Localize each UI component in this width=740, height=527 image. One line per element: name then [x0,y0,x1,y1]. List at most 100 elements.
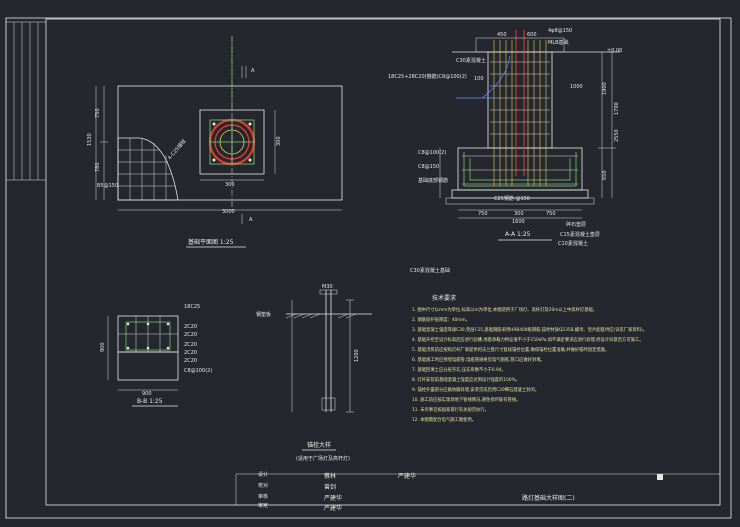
vertical-rebars [493,40,547,186]
tb-name-2: 严建华 [324,494,342,502]
tb-name-1: 曾剑 [324,483,336,491]
section-label-left-3: 基础底部钢筋 [418,177,448,184]
bb-dim-height: 900 [100,342,106,352]
section-label-c10: C10素混凝土 [558,240,588,247]
gravel-layer [445,197,595,205]
sheet-marker [657,474,663,480]
section-label-left-1: C8@100(2) [418,150,446,156]
anchor-detail-subtitle: (适用于广场灯及高杆灯) [296,455,350,462]
section-dim-lines [439,52,616,219]
note-line: 12. 本图需配合电气施工图使用。 [412,416,476,423]
plan-anchor-label: 4-C25锚栓 [166,138,187,162]
section-label-right-3: 2550 [614,129,620,142]
section-label-right-4: 650 [602,170,608,180]
tb-name-3: 严建华 [324,504,342,512]
plan-dim-lines [95,86,342,211]
bb-grid [118,316,178,352]
section-bb-title: B-B 1:25 [137,398,163,405]
section-label-right-2: 1900 [602,82,608,95]
section-dim-top-3: 4φ8@150 [548,28,572,34]
tb-role-0: 设计 [258,471,268,478]
anchor-detail[interactable]: M30 1200 钢垫板 锚栓大样 (适用于广场灯及高杆灯) [256,284,372,462]
section-label-rebar-main: 18C25+28C20(箍筋)C8@100(2) [388,73,467,80]
section-dim-top-4: MLB基础 [548,39,569,46]
tb-role-2: 审核 [258,493,268,500]
section-bb[interactable]: 900 900 18C25 2C20 2C20 2C20 2C20 2C20 C… [100,304,212,407]
binding-strip [5,18,46,518]
section-cut-marks [241,66,247,224]
note-line: 2. 钢筋保护层厚度：40mm。 [412,316,470,323]
note-line: 5. 基础浇筑前应按照灯杆厂家提供的法兰盘尺寸复核锚栓位置,确保锚栓位置准确,并… [412,346,609,353]
bb-label-5: 2C20 [184,358,197,364]
plan-dim-inner-height: 300 [276,136,282,146]
anchor-detail-title: 锚栓大样 [307,441,331,449]
section-dim-top-1: 450 [497,32,507,38]
note-line: 4. 基础开挖至设计标高后应进行验槽,地基承载力特征值不小于150kPa,如不满… [412,336,644,343]
anchor-dim-lines [346,299,354,413]
anchor-nut [319,289,338,295]
top-cap [475,37,565,53]
plan-title: 基础平面图 1:25 [188,238,234,246]
bb-label-0: 18C25 [184,304,200,310]
note-line: 3. 基础混凝土强度等级C30,垫层C15,基础钢筋采用HRB400级钢筋,锚栓… [412,326,647,333]
plan-dim-height-total: 1530 [87,133,93,146]
sheet-border [5,17,732,519]
bb-rebar-dots [126,322,170,350]
section-label-right-1: 1700 [614,102,620,115]
bb-dim-lines [107,316,178,391]
section-dim-top-2: 600 [527,32,537,38]
section-label-c30: C30素混凝土 [456,57,486,64]
note-line: 7. 基础回填土应分层夯实,压实系数不小于0.94。 [412,366,506,373]
drawing-frame [45,18,721,506]
section-label-right-5: 1000 [570,84,583,90]
plan-section-mark-bottom: A [249,217,253,223]
note-line: 11. 未尽事宜按国家现行有关规范执行。 [412,406,489,413]
plan-dim-height-bottom: 780 [95,162,101,172]
concrete-label: C30素混凝土基础 [410,267,450,274]
plan-dim-inner-width: 300 [225,182,235,188]
pedestal-column [487,51,553,149]
bb-dim-width: 900 [142,391,152,397]
section-aa[interactable]: ±0.00 450 600 4φ8@150 MLB基础 18C25+28C20(… [388,28,622,247]
section-label-bottom-width: 1600 [512,219,525,225]
tb-role-3: 审定 [258,502,268,509]
section-label-gravel: 碎石垫层 [566,221,586,228]
plan-view[interactable]: 1530 750 780 3000 300 300 B5@150 4-C25锚栓… [87,36,343,248]
plan-dim-corner: B5@150 [97,183,118,189]
section-label-bottom-right: 750 [546,211,556,217]
anchor-dim-length: 1200 [354,349,360,362]
footing-rebar [463,152,577,187]
note-line: 9. 锚栓外露部分应做防腐处理,安装完成后用C20细石混凝土封闭。 [412,386,539,393]
anchor-foot [321,397,336,411]
section-elevation: ±0.00 [607,48,622,54]
section-label-bottom-left: 750 [478,211,488,217]
section-label-100: 100 [474,76,484,82]
anchor-bolts [212,122,252,162]
bb-lower [117,351,179,381]
note-line: 10. 施工前应核实现场地下管线情况,避免损坏既有管线。 [412,396,520,403]
note-line: 6. 基础施工时应预埋电缆管,电缆管规格见电气图纸,管口应做好封堵。 [412,356,545,363]
title-block[interactable]: 设计 蔡林 校对 曾剑 审核 严建华 审定 严建华 严建华 路灯基础大样图(二) [235,471,720,512]
cable-conduit [456,55,511,99]
tb-approval-right: 严建华 [398,472,416,480]
section-label-left-2: C8@150 [418,164,439,170]
bb-label-3: 2C20 [184,342,197,348]
section-aa-title: A-A 1:25 [505,231,531,238]
notes-block: C30素混凝土基础 技术要求 1. 图中尺寸以mm为单位,标高以m为单位,本图适… [410,267,647,423]
section-label-base-note: C15素混凝土垫层 [560,231,600,238]
bb-label-6: C8@100(2) [184,368,212,374]
anchor-side-label: 钢垫板 [256,311,271,318]
tb-role-1: 校对 [258,482,268,489]
note-line: 1. 图中尺寸以mm为单位,标高以m为单位,本图适用于广场灯、高杆灯及20m以上… [412,306,597,313]
plan-dim-height-top: 750 [95,108,101,118]
section-label-bottom-mid: 300 [514,211,524,217]
bb-label-2: 2C20 [184,332,197,338]
corner-rebar-detail [117,137,179,201]
anchor-dim-top: M30 [322,284,333,290]
stirrups [462,61,578,185]
bb-label-1: 2C20 [184,324,197,330]
note-line: 8. 灯杆安装前基础混凝土强度应达到设计强度的100%。 [412,376,520,383]
plan-dim-total-width: 3000 [222,209,235,215]
tb-name-0: 蔡林 [324,472,336,480]
